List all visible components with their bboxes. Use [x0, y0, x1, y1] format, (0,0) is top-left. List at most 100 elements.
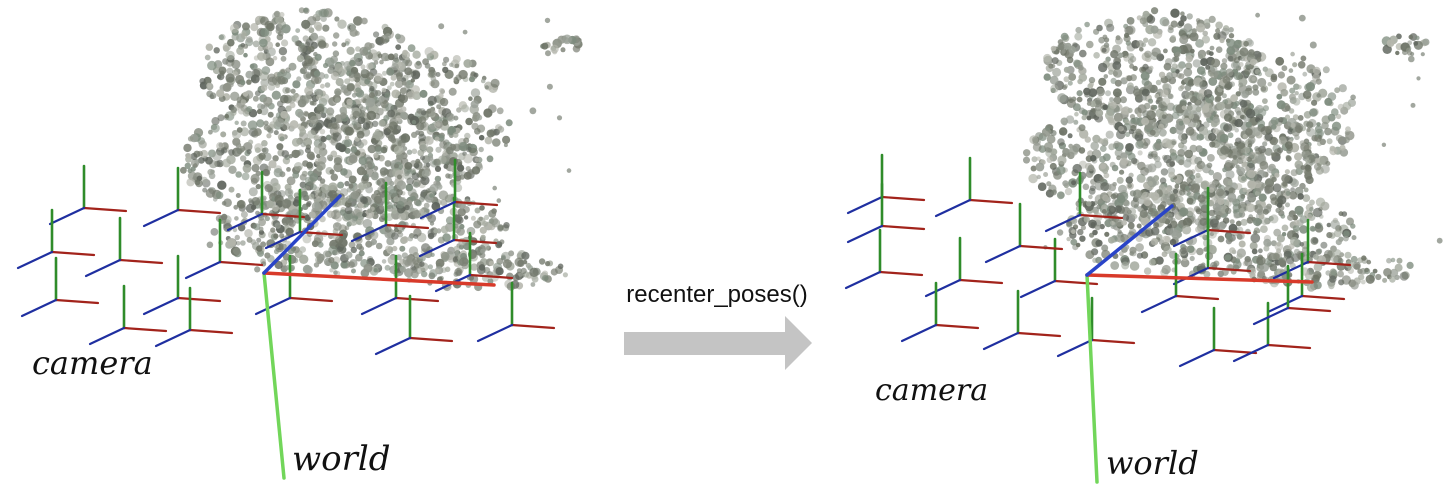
cloud-point: [1189, 144, 1198, 153]
cloud-point: [1247, 49, 1255, 58]
cloud-point: [1093, 52, 1100, 59]
cloud-point: [323, 62, 329, 69]
cloud-point: [292, 80, 301, 89]
cloud-point: [1263, 238, 1272, 247]
cloud-point: [1117, 195, 1126, 204]
cloud-point: [1238, 240, 1246, 248]
cloud-point: [1177, 149, 1186, 157]
cloud-point: [1102, 104, 1108, 110]
cloud-point: [1195, 100, 1201, 105]
cloud-point: [1090, 223, 1096, 229]
cloud-point: [1174, 51, 1181, 58]
cloud-point: [1360, 279, 1366, 285]
cloud-point: [1274, 172, 1280, 178]
cloud-point: [1171, 155, 1177, 162]
cloud-point: [1161, 138, 1172, 148]
cloud-point: [529, 267, 539, 277]
cloud-point: [1104, 219, 1113, 228]
cloud-point: [1071, 180, 1077, 186]
cloud-point: [1168, 171, 1175, 179]
cloud-point: [263, 96, 273, 107]
cloud-point: [1077, 64, 1084, 71]
cloud-point: [1312, 66, 1321, 75]
cloud-point: [1315, 222, 1323, 230]
cloud-point: [1225, 207, 1232, 214]
cloud-point: [440, 225, 449, 234]
camera-z-axis: [982, 331, 1020, 351]
cloud-point: [266, 22, 275, 32]
cloud-point: [404, 204, 410, 211]
cloud-point: [1056, 165, 1066, 175]
cloud-point: [531, 275, 539, 283]
cloud-point: [1245, 108, 1256, 119]
cloud-point: [430, 79, 440, 89]
cloud-point: [427, 155, 434, 161]
cloud-point: [1315, 197, 1326, 207]
cloud-point: [1329, 275, 1337, 283]
cloud-point: [1309, 207, 1314, 212]
cloud-point: [1253, 180, 1262, 189]
camera-frame: [934, 156, 1014, 218]
cloud-point: [1129, 261, 1140, 271]
cloud-point: [1364, 267, 1369, 273]
cloud-point: [286, 167, 291, 172]
cloud-point: [496, 198, 502, 203]
camera-frame: [1232, 301, 1312, 363]
cloud-point: [278, 47, 288, 56]
cloud-point: [410, 78, 415, 83]
cloud-point: [297, 44, 307, 53]
cloud-point: [440, 199, 448, 207]
cloud-point: [1155, 79, 1162, 86]
camera-frame: [1044, 171, 1124, 233]
camera-frame: [226, 170, 306, 232]
cloud-point: [1169, 161, 1176, 167]
cloud-point: [1183, 67, 1193, 77]
cloud-point: [1252, 84, 1259, 91]
cloud-point: [1151, 7, 1159, 15]
cloud-point: [1245, 121, 1253, 128]
cloud-point: [376, 178, 386, 187]
cloud-point: [1111, 164, 1119, 172]
cloud-point: [379, 204, 385, 210]
cloud-point: [1075, 242, 1081, 248]
cloud-point: [521, 251, 530, 260]
cloud-point: [291, 35, 299, 43]
cloud-point: [235, 193, 241, 198]
cloud-point: [1167, 223, 1173, 229]
cloud-point: [228, 149, 235, 156]
cloud-point: [208, 129, 213, 135]
cloud-point: [1208, 77, 1218, 86]
cloud-point: [1343, 136, 1350, 144]
cloud-point: [1290, 236, 1299, 246]
cloud-point: [1211, 58, 1221, 68]
cloud-point: [1136, 252, 1143, 259]
cloud-point: [1209, 45, 1215, 51]
cloud-point: [1073, 59, 1081, 68]
cloud-point: [212, 197, 218, 202]
cloud-point: [1062, 85, 1067, 90]
camera-x-axis: [1266, 343, 1312, 350]
cloud-point: [1246, 203, 1255, 213]
cloud-point: [1256, 57, 1262, 63]
cloud-point: [1375, 273, 1382, 281]
cloud-point: [1088, 194, 1093, 200]
cloud-point: [435, 146, 442, 153]
cloud-point: [1331, 108, 1339, 116]
cloud-point: [274, 194, 284, 204]
cloud-point: [316, 153, 321, 159]
cloud-point: [396, 61, 406, 71]
camera-frame: [350, 181, 430, 243]
cloud-point: [501, 254, 506, 260]
cloud-point: [1108, 236, 1115, 244]
cloud-point: [1197, 194, 1206, 203]
world-z-axis: [1085, 204, 1174, 277]
cloud-point: [186, 178, 195, 187]
cloud-point: [550, 268, 558, 276]
cloud-point: [1272, 183, 1282, 193]
cloud-point: [1352, 261, 1361, 270]
cloud-point: [274, 260, 283, 270]
cloud-point: [210, 123, 220, 133]
cloud-point: [378, 119, 386, 127]
cloud-point: [506, 272, 514, 281]
cloud-point: [299, 95, 310, 106]
